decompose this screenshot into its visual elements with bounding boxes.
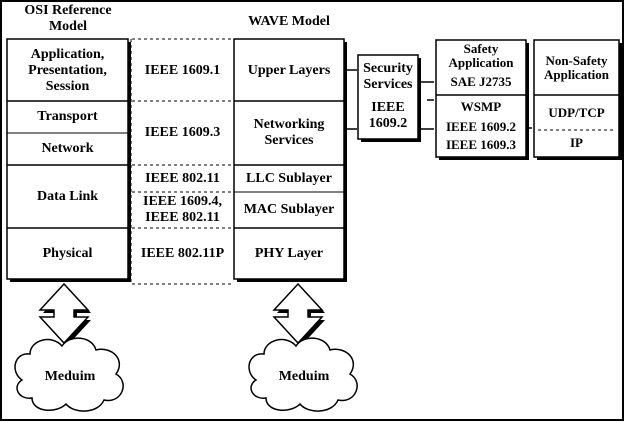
left-double-arrow-icon: [38, 282, 90, 345]
standards-dashed-lines: [130, 38, 233, 285]
nonsafety-title: Non-Safety Application: [543, 53, 609, 82]
safety-box: [435, 39, 527, 158]
nonsafety-transport: UDP/TCP: [548, 105, 605, 120]
standard-upper: IEEE 1609.1: [144, 62, 221, 78]
nonsafety-box: [533, 39, 620, 158]
standard-phy: IEEE 802.11P: [140, 245, 225, 261]
wave-layer-phy: PHY Layer: [254, 245, 324, 261]
safety-title: Safety Application: [448, 41, 514, 70]
osi-title: OSI Reference Model: [24, 3, 112, 34]
safety-protocol: WSMP: [460, 99, 502, 114]
standard-networking: IEEE 1609.3: [144, 125, 221, 140]
osi-layer-transport: Transport: [37, 109, 98, 124]
safety-std1: IEEE 1609.2: [445, 119, 517, 134]
connector-lines: [346, 69, 532, 130]
medium-left-label: Meduim: [44, 369, 96, 384]
right-double-arrow-icon: [272, 282, 324, 345]
standard-mac: IEEE 1609.4, IEEE 802.11: [143, 194, 222, 225]
medium-right-label: Meduim: [278, 369, 330, 384]
safety-standard: SAE J2735: [450, 74, 512, 89]
left-cloud-icon: [14, 337, 124, 412]
osi-stack-box: [6, 38, 129, 280]
osi-layer-datalink: Data Link: [36, 188, 99, 204]
standard-llc: IEEE 802.11: [145, 170, 220, 186]
safety-std2: IEEE 1609.3: [445, 137, 517, 152]
nonsafety-network: IP: [570, 135, 583, 150]
right-cloud-icon: [248, 337, 358, 412]
wave-layer-mac: MAC Sublayer: [243, 202, 335, 217]
wave-title: WAVE Model: [248, 14, 330, 29]
security-box: [357, 54, 419, 140]
wave-stack-box: [233, 38, 345, 280]
wave-layer-upper: Upper Layers: [247, 62, 331, 78]
wave-layer-networking: Networking Services: [253, 117, 325, 148]
osi-layer-network: Network: [41, 141, 94, 156]
security-standard: IEEE 1609.2: [368, 100, 408, 131]
security-title: Security Services: [363, 61, 413, 92]
osi-layer-application: Application, Presentation, Session: [28, 46, 107, 94]
osi-layer-physical: Physical: [42, 245, 93, 261]
wave-layer-llc: LLC Sublayer: [246, 170, 332, 186]
